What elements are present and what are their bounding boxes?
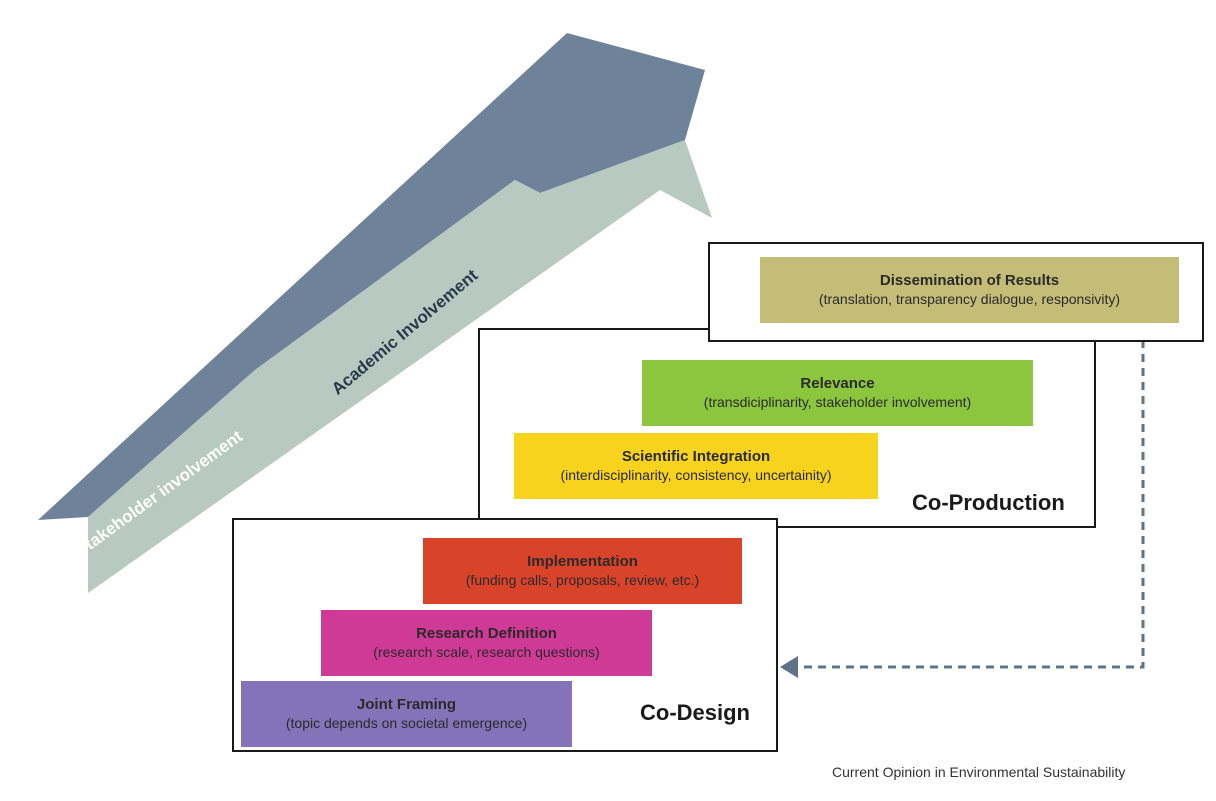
relevance-stage: Relevance (transdiciplinarity, stakehold… bbox=[642, 360, 1033, 426]
implementation-stage: Implementation (funding calls, proposals… bbox=[423, 538, 742, 604]
scientific-integration-stage: Scientific Integration (interdisciplinar… bbox=[514, 433, 878, 499]
scientific-integration-title: Scientific Integration bbox=[621, 448, 771, 465]
research-definition-subtitle: (research scale, research questions) bbox=[373, 644, 600, 660]
feedback-arrowhead bbox=[780, 656, 798, 678]
co-production-label: Co-Production bbox=[912, 490, 1065, 515]
relevance-subtitle: (transdiciplinarity, stakeholder involve… bbox=[703, 394, 972, 410]
implementation-title: Implementation bbox=[527, 553, 638, 570]
dissemination-title: Dissemination of Results bbox=[879, 272, 1060, 289]
joint-framing-stage: Joint Framing (topic depends on societal… bbox=[241, 681, 572, 747]
feedback-dashed-arrow bbox=[780, 340, 1145, 678]
research-definition-title: Research Definition bbox=[416, 625, 557, 642]
relevance-title: Relevance bbox=[800, 375, 875, 392]
arrow-lower-band bbox=[88, 140, 712, 593]
research-definition-stage: Research Definition (research scale, res… bbox=[321, 610, 652, 676]
arrow-upper-band bbox=[38, 33, 705, 520]
source-credit: Current Opinion in Environmental Sustain… bbox=[832, 764, 1126, 780]
dissemination-subtitle: (translation, transparency dialogue, res… bbox=[818, 291, 1121, 307]
scientific-integration-subtitle: (interdisciplinarity, consistency, uncer… bbox=[560, 467, 832, 483]
dissemination-of-results-stage: Dissemination of Results (translation, t… bbox=[760, 257, 1179, 323]
joint-framing-subtitle: (topic depends on societal emergence) bbox=[285, 715, 528, 731]
implementation-subtitle: (funding calls, proposals, review, etc.) bbox=[465, 572, 700, 588]
co-design-label: Co-Design bbox=[640, 700, 750, 725]
joint-framing-title: Joint Framing bbox=[356, 696, 457, 713]
